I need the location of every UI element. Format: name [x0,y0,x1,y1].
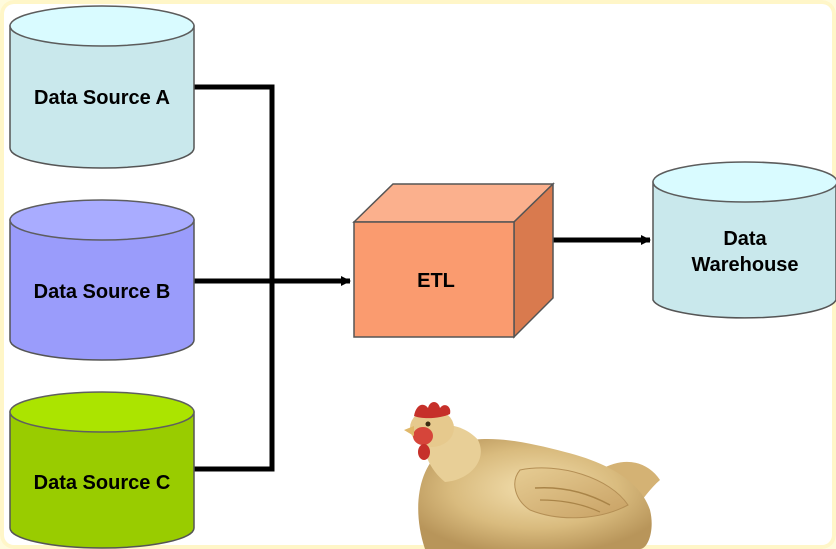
etl-cube-front [353,221,515,338]
cylinder-body [9,411,195,549]
connectors [194,84,651,472]
data-source-c-cylinder: Data Source C [9,391,195,549]
cylinder-body [652,181,836,319]
data-source-c-label: Data Source C [34,472,171,494]
data-warehouse-label-line2: Warehouse [691,254,798,276]
cylinder-top [9,391,195,433]
data-source-b-cylinder: Data Source B [9,199,195,361]
data-warehouse-cylinder: Data Warehouse [652,161,836,319]
cylinder-top [652,161,836,203]
cylinder-top [9,5,195,47]
connector-source-a [194,84,275,281]
etl-cube: ETL [352,182,555,339]
data-source-b-label: Data Source B [34,281,171,303]
cylinder-top [9,199,195,241]
etl-label: ETL [417,270,455,292]
cylinder-body [9,25,195,169]
data-source-a-cylinder: Data Source A [9,5,195,169]
connector-source-c [194,281,275,472]
cylinder-body [9,219,195,361]
data-source-a-label: Data Source A [34,87,170,109]
data-warehouse-label-line1: Data [723,228,767,250]
chicken-photo [404,402,660,549]
